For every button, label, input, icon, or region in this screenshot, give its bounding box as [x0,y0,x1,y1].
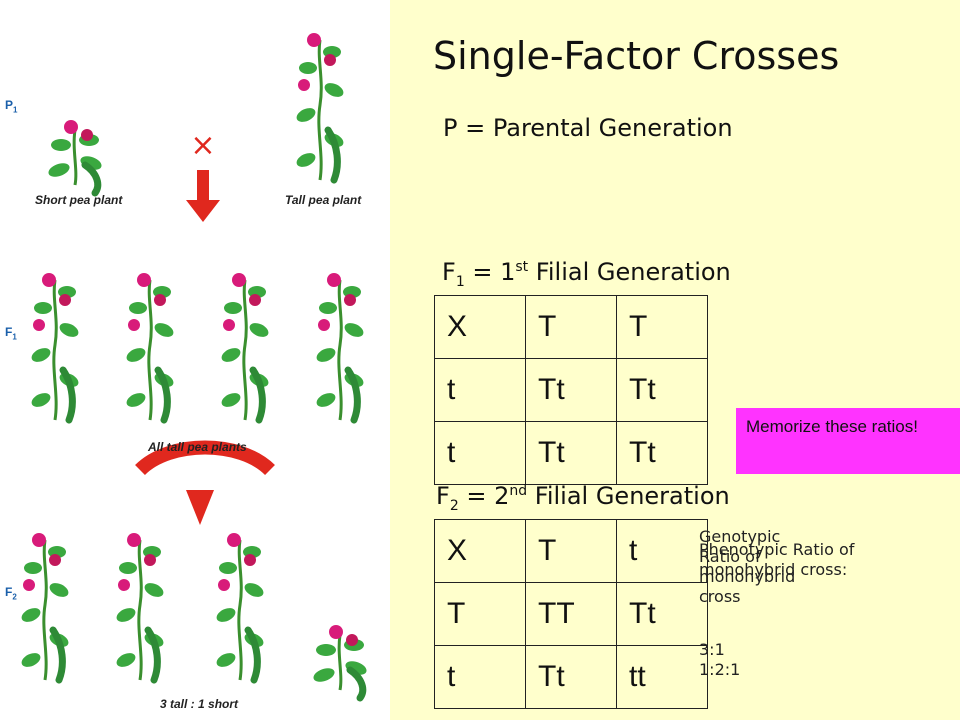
f1-plant-icon [124,273,175,420]
cross-symbol: × [190,128,215,163]
f2-plant-icon [19,533,70,680]
table-row: t Tt Tt [434,358,708,422]
short-plant-label: Short pea plant [35,193,123,207]
punnett-cell: t [434,421,526,485]
punnett-cell: Tt [525,645,617,709]
f2-plant-icon [114,533,165,680]
punnett-cell: T [525,295,617,359]
table-row: t Tt tt [434,645,708,709]
f1-generation-label: F1 = 1st Filial Generation [442,258,731,290]
punnett-cell: Tt [525,421,617,485]
punnett-cell: Tt [616,421,708,485]
table-row: X T T [434,295,708,359]
f1-plant-icon [314,273,365,420]
punnett-cell: tt [616,645,708,709]
f1-plant-icon [29,273,80,420]
phenotypic-ratio: Phenotypic Ratio of monohybrid cross: 3:… [699,540,914,659]
f1-plant-icon [219,273,270,420]
punnett-cell: T [434,582,526,646]
genotypic-ratio: Genotypic Ratio of monohybrid cross 1:2:… [699,527,796,679]
genotypic-ratio-label: Genotypic Ratio of monohybrid cross [699,527,796,606]
punnett-square-f2: X T t T TT Tt t Tt tt [434,519,708,709]
genotypic-ratio-value: 1:2:1 [699,660,741,679]
punnett-cell: Tt [616,358,708,422]
punnett-square-f1: X T T t Tt Tt t Tt Tt [434,295,708,485]
slide-title: Single-Factor Crosses [433,34,840,78]
p1-tag: P1 [5,98,18,115]
ratio-caption: 3 tall : 1 short [160,697,239,711]
phenotypic-ratio-label: Phenotypic Ratio of monohybrid cross: [699,540,855,579]
f2-short-plant-icon [312,625,369,698]
curved-arrow-icon [186,490,214,525]
phenotypic-ratio-value: 3:1 [699,640,725,659]
punnett-cell: t [434,645,526,709]
parental-generation-label: P = Parental Generation [443,114,733,142]
down-arrow-icon [186,170,220,222]
memorize-note: Memorize these ratios! [736,408,960,474]
punnett-cell: Tt [525,358,617,422]
tall-plant-icon [294,33,345,180]
all-tall-label: All tall pea plants [148,440,247,454]
punnett-cell: T [616,295,708,359]
f2-plant-icon [214,533,265,680]
punnett-cell: Tt [616,582,708,646]
tall-plant-label: Tall pea plant [285,193,362,207]
punnett-cell: X [434,295,526,359]
punnett-cell: T [525,519,617,583]
pea-plant-illustration: × P1 F1 F2 Short pea plant Tall pea plan… [0,0,390,720]
punnett-cell: TT [525,582,617,646]
table-row: X T t [434,519,708,583]
table-row: t Tt Tt [434,421,708,485]
table-row: T TT Tt [434,582,708,646]
punnett-cell: t [434,358,526,422]
short-plant-icon [47,120,104,193]
punnett-cell: t [616,519,708,583]
f2-generation-label: F2 = 2nd Filial Generation [436,482,730,514]
punnett-cell: X [434,519,526,583]
pea-plant-diagram: × [0,0,390,720]
f2-tag: F2 [5,585,17,602]
f1-tag: F1 [5,325,17,342]
